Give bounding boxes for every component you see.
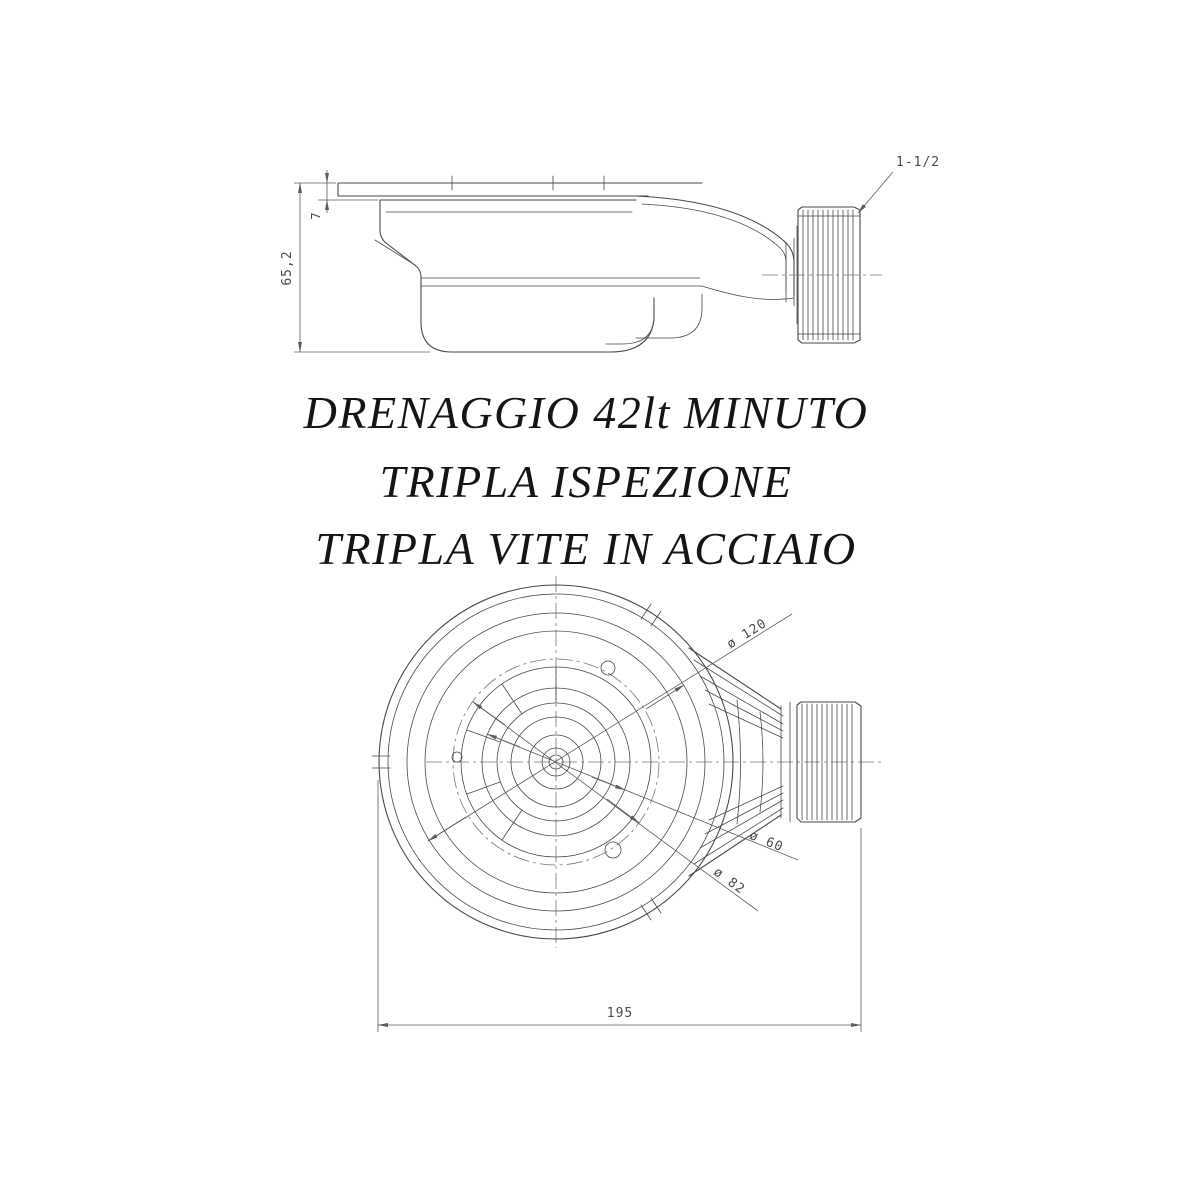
diameter-60-dimension: ø 60 [486, 733, 799, 861]
caption-line-2: TRIPLA ISPEZIONE [380, 456, 793, 507]
screw-hole-top [600, 660, 616, 676]
diameter-60-label: ø 60 [747, 828, 785, 855]
flange-thickness-label: 7 [309, 212, 323, 219]
thread-size-callout: 1-1/2 [857, 155, 940, 214]
total-height-dimension: 65,2 [280, 182, 430, 353]
thread-size-label: 1-1/2 [896, 155, 940, 170]
diameter-82-label: ø 82 [710, 865, 747, 898]
overall-width-dimension: 195 [377, 780, 862, 1032]
caption-line-1: DRENAGGIO 42lt MINUTO [303, 387, 869, 438]
total-height-label: 65,2 [280, 250, 295, 285]
screw-hole-bottom [604, 841, 622, 859]
caption-line-3: TRIPLA VITE IN ACCIAIO [315, 523, 856, 574]
plan-view [371, 576, 884, 948]
overall-width-label: 195 [607, 1006, 633, 1021]
side-view [337, 175, 882, 353]
screw-hole-left [451, 751, 463, 763]
diameter-120-label: ø 120 [724, 616, 769, 652]
diameter-82-dimension: ø 82 [472, 701, 759, 912]
flange-thickness-dimension: 7 [309, 170, 378, 220]
caption: DRENAGGIO 42lt MINUTO TRIPLA ISPEZIONE T… [303, 387, 869, 574]
